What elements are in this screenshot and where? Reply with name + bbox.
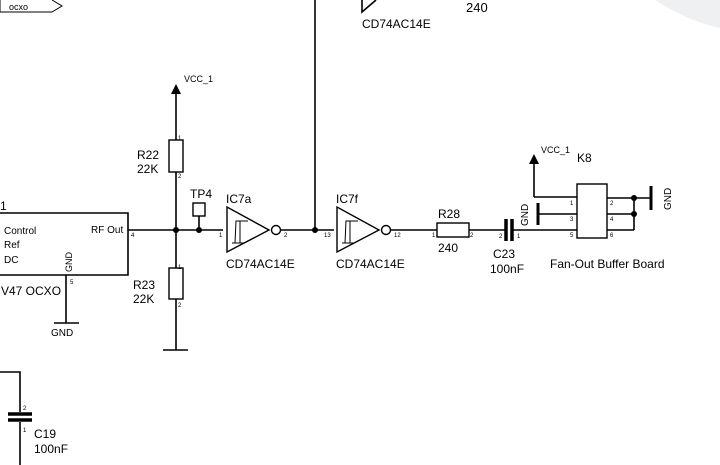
ocxo-pin-num-gnd: 5 [70, 280, 74, 286]
k8-pin-3: 3 [570, 217, 574, 223]
c23-pin2: 2 [499, 234, 503, 240]
r23-ground [163, 299, 188, 351]
top-chip-label: CD74AC14E [362, 17, 431, 31]
k8-desc: Fan-Out Buffer Board [550, 257, 665, 271]
r23-pin2: 2 [178, 303, 182, 309]
k8-ref: K8 [577, 151, 592, 165]
ic7f-part: CD74AC14E [336, 257, 405, 271]
k8-pin-1: 1 [570, 201, 574, 207]
c19-ref: C19 [34, 427, 56, 441]
net-label-ocxo: _ocxo [0, 0, 63, 13]
resistor-r23: R23 22K 1 2 [133, 265, 184, 309]
ocxo-pin-num-rf: 4 [131, 233, 135, 239]
ocxo-pin-ref: Ref [4, 240, 20, 251]
k8-pin-5: 5 [570, 233, 574, 239]
r28-ref: R28 [438, 207, 460, 221]
r28-pin2: 2 [470, 233, 474, 239]
test-point-tp4: TP4 [190, 187, 212, 233]
c19-pin2: 2 [23, 406, 27, 412]
ocxo-pin-control: Control [4, 226, 36, 237]
ocxo-ref-fragment: 1 [0, 199, 7, 213]
top-gate-fragment [361, 0, 377, 14]
ocxo-module: 1 Control Ref DC RF Out GND V47 OCXO 5 4 [0, 199, 135, 298]
vcc-top-label: VCC_1 [184, 74, 213, 84]
ocxo-gnd-label: GND [51, 328, 73, 339]
resistor-r28: R28 240 1 2 [432, 207, 474, 255]
resistor-r22: R22 22K 1 2 [137, 136, 184, 180]
c19-pin1: 1 [23, 428, 27, 434]
ic7f-pin-in: 13 [324, 233, 331, 239]
r23-ref: R23 [133, 278, 155, 292]
k8-pin-2: 2 [610, 201, 614, 207]
r22-pin2: 2 [178, 174, 182, 180]
inverter-ic7f: IC7f CD74AC14E 13 12 [324, 192, 405, 271]
k8-pin-6: 6 [610, 233, 614, 239]
ocxo-pin-dc: DC [4, 255, 18, 266]
r28-pin1: 1 [432, 233, 436, 239]
r23-value: 22K [133, 292, 154, 306]
c23-ref: C23 [493, 247, 515, 261]
schmitt-icon [342, 220, 358, 244]
c23-gnd-label: GND [520, 204, 531, 226]
junction-main [173, 227, 179, 233]
ic7a-pin-in: 1 [219, 233, 223, 239]
ocxo-pin-rf-out: RF Out [91, 225, 123, 236]
k8-gnd-label: GND [663, 188, 674, 210]
capacitor-c19: 2 1 C19 100nF [0, 371, 68, 465]
r22-value: 22K [137, 162, 158, 176]
top-res-value: 240 [466, 0, 488, 15]
corner-shadow [655, 0, 720, 28]
inverter-ic7a: IC7a CD74AC14E 1 2 [219, 192, 295, 271]
k8-pin-4: 4 [610, 217, 614, 223]
ic7f-pin-out: 12 [394, 233, 401, 239]
connector-k8: VCC_1 K8 1 3 5 2 4 6 GND Fan-Out Buffer … [529, 145, 674, 271]
ic7a-ref: IC7a [226, 192, 252, 206]
c23-pin1: 1 [517, 234, 521, 240]
c23-value: 100nF [490, 262, 524, 276]
ic7f-ref: IC7f [336, 192, 359, 206]
r22-pin1: 1 [178, 136, 182, 142]
tp4-ref: TP4 [190, 187, 212, 201]
r23-pin1: 1 [178, 265, 182, 271]
capacitor-c23: C23 100nF 2 1 GND [490, 204, 531, 276]
ocxo-ground: GND [51, 275, 79, 339]
ic7a-pin-out: 2 [284, 233, 288, 239]
k8-vcc-label: VCC_1 [541, 145, 570, 155]
junction-ic7a-out [312, 227, 318, 233]
c19-value: 100nF [34, 442, 68, 456]
net-label-text: _ocxo [3, 2, 28, 12]
ocxo-part-label: V47 OCXO [1, 284, 61, 298]
r28-value: 240 [438, 241, 458, 255]
ocxo-pin-gnd: GND [64, 252, 74, 273]
schmitt-icon [232, 220, 248, 244]
vcc-top-power-symbol: VCC_1 [171, 74, 213, 140]
ic7a-part: CD74AC14E [226, 257, 295, 271]
r22-ref: R22 [137, 148, 159, 162]
